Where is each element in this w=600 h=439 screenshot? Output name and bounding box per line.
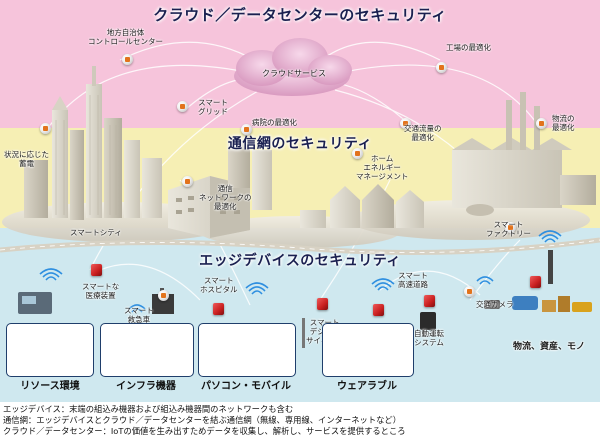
security-node-icon (182, 176, 193, 187)
label-smart-grid: スマートグリッド (198, 98, 228, 116)
cloud-service-shape (234, 38, 352, 96)
label-smart-ambulance: スマート救急車 (124, 306, 154, 324)
label-hospital-optimization: 病院の最適化 (252, 118, 297, 127)
label-smart-highway: スマート高速道路 (398, 271, 428, 289)
device-group-wearable-frame (322, 323, 414, 377)
security-node-icon (436, 62, 447, 73)
label-logistics-assets: 物流、資産、モノ (513, 342, 586, 352)
label-smart-factory: スマートファクトリー (486, 220, 531, 238)
security-node-icon (177, 101, 188, 112)
network-security-title: 通信網のセキュリティ (227, 136, 373, 152)
cloud-security-title: クラウド／データセンターのセキュリティ (153, 6, 447, 24)
device-group-infra-label: インフラ機器 (116, 381, 176, 392)
device-group-resource-frame (6, 323, 94, 377)
label-traffic-camera: 交通カメラ (476, 300, 514, 309)
security-node-icon (122, 54, 133, 65)
label-traffic-optimization: 交通流量の最適化 (404, 124, 442, 142)
security-cube-icon (317, 298, 328, 310)
security-node-icon (241, 124, 252, 135)
security-cube-icon (91, 264, 102, 276)
security-cube-icon (373, 304, 384, 316)
security-cube-icon (213, 303, 224, 315)
label-network-optimization: 通信ネットワークの最適化 (199, 184, 252, 211)
device-group-pc-label: パソコン・モバイル (201, 381, 291, 392)
device-group-infra-frame (100, 323, 194, 377)
security-node-icon (536, 118, 547, 129)
label-home-energy-management: ホームエネルギーマネージメント (356, 154, 409, 181)
caption-cloud: クラウド／データセンター：IoTの価値を生み出すためデータを収集し、解析し、サー… (3, 426, 406, 436)
device-group-wearable-label: ウェアラブル (337, 381, 397, 392)
label-smart-medical-device: スマートな医療装置 (82, 282, 120, 300)
residential-houses (300, 184, 424, 228)
label-logistics-optimization: 物流の最適化 (552, 114, 575, 132)
caption-network: 通信網：エッジデバイスとクラウド／データセンターを結ぶ通信網（無線、専用線、イン… (3, 415, 402, 425)
label-factory-optimization: 工場の最適化 (446, 43, 491, 52)
label-autonomous-driving: 自動運転システム (414, 329, 444, 347)
security-node-icon (400, 118, 411, 129)
edge-security-title: エッジデバイスのセキュリティ (199, 253, 401, 269)
security-node-icon (505, 222, 516, 233)
security-node-icon (464, 286, 475, 297)
road-markings (0, 239, 600, 253)
factory-buildings (452, 92, 596, 216)
wireless-signal-icons (39, 230, 562, 313)
label-local-government: 地方自治体コントロールセンター (88, 28, 163, 46)
security-node-icon (352, 148, 363, 159)
security-node-icon (40, 123, 51, 134)
security-cube-icon (530, 276, 541, 288)
device-group-resource-label: リソース環境 (20, 381, 80, 392)
hospital-buildings (168, 140, 272, 238)
caption-edge-devices: エッジデバイス：末端の組込み機器および組込み機器間のネットワークも含む (3, 404, 294, 414)
security-node-icon (158, 290, 169, 301)
device-group-pc-frame (198, 323, 296, 377)
label-smart-city: スマートシティ (70, 228, 122, 237)
label-smart-hospital: スマートホスピタル (200, 276, 238, 294)
label-storage: 状況に応じた蓄電 (4, 150, 49, 168)
city-towers (24, 66, 162, 220)
cloud-service-label: クラウドサービス (262, 69, 326, 78)
security-cube-icon (424, 295, 435, 307)
